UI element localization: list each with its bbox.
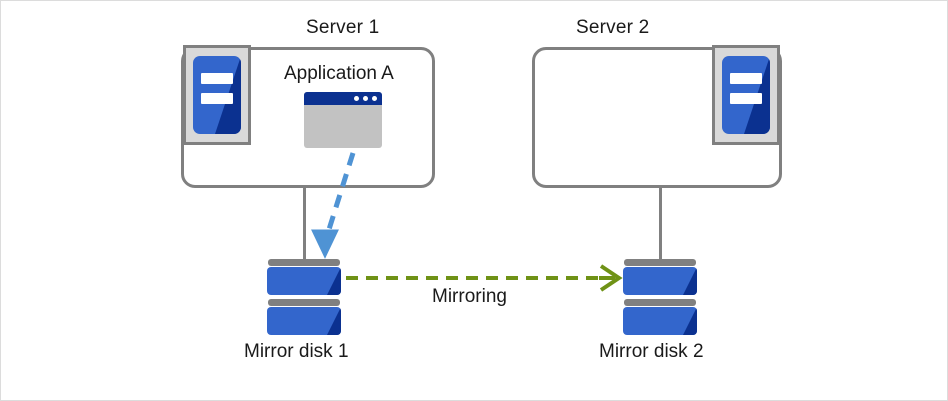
- application-window-dot-1: [354, 96, 359, 101]
- mirror-disk-body: [267, 267, 341, 295]
- application-a-label: Application A: [284, 63, 394, 84]
- application-window-dot-3: [372, 96, 377, 101]
- mirroring-label: Mirroring: [432, 286, 507, 307]
- mirror-disk-unit-top: [267, 259, 341, 295]
- server-machine-icon-bar-top: [730, 73, 762, 84]
- server-1-to-disk-connector: [303, 187, 306, 262]
- server-2-to-disk-connector: [659, 187, 662, 262]
- mirror-disk-1-label: Mirror disk 1: [244, 341, 349, 362]
- mirror-disk-unit-top: [623, 259, 697, 295]
- mirror-disk-icon: [623, 259, 697, 335]
- server-machine-icon-bar-bottom: [730, 93, 762, 104]
- mirror-disk-body: [267, 307, 341, 335]
- mirror-disk-unit-bottom: [267, 299, 341, 335]
- server-machine-icon: [183, 45, 251, 145]
- mirror-disk-cap: [268, 299, 340, 306]
- server-machine-icon-body: [722, 56, 770, 134]
- server-1-title: Server 1: [306, 17, 380, 38]
- mirror-disk-cap: [624, 259, 696, 266]
- mirror-disk-2-label: Mirror disk 2: [599, 341, 704, 362]
- mirror-disk-cap: [268, 259, 340, 266]
- application-window-titlebar: [304, 92, 382, 105]
- server-machine-icon-body: [193, 56, 241, 134]
- mirror-disk-icon: [267, 259, 341, 335]
- server-machine-icon-bar-bottom: [201, 93, 233, 104]
- server-machine-icon: [712, 45, 780, 145]
- mirror-disk-body: [623, 307, 697, 335]
- application-window-dot-2: [363, 96, 368, 101]
- mirror-disk-cap: [624, 299, 696, 306]
- application-window-icon: [304, 92, 382, 148]
- mirror-disk-unit-bottom: [623, 299, 697, 335]
- server-2-title: Server 2: [576, 17, 650, 38]
- server-machine-icon-bar-top: [201, 73, 233, 84]
- mirror-disk-body: [623, 267, 697, 295]
